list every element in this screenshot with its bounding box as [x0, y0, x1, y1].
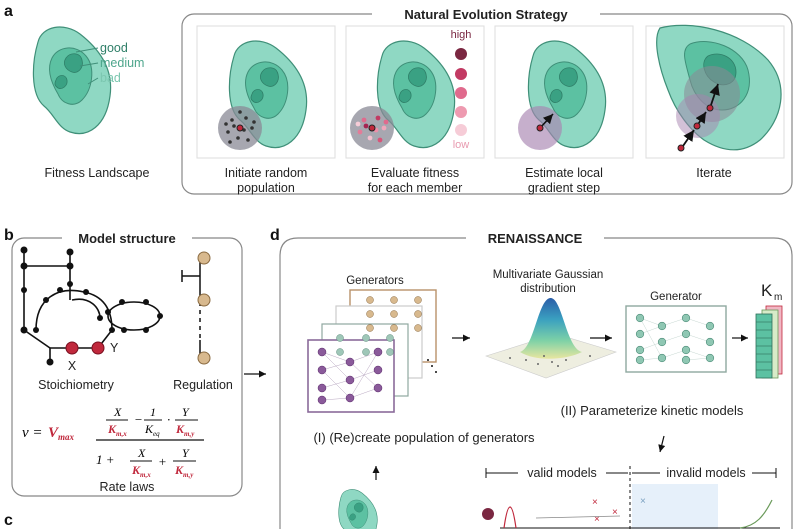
metabolite-y-node: [91, 341, 105, 355]
regulation-diagram: [181, 251, 211, 365]
invalid-region-shading: [632, 484, 718, 529]
caption-initiate-2: population: [237, 181, 295, 195]
gaussian-label-1: Multivariate Gaussian: [493, 269, 604, 281]
stoichiometry-network: [23, 250, 161, 362]
model-structure-title: Model structure: [78, 231, 176, 246]
generators-label: Generators: [346, 275, 404, 287]
svg-text:K: K: [174, 463, 184, 477]
svg-text:eq: eq: [153, 430, 160, 438]
svg-text:K: K: [131, 463, 141, 477]
caption-fitness-landscape: Fitness Landscape: [45, 166, 150, 180]
step-frame-4: [645, 25, 785, 159]
panel-b-letter: b: [4, 227, 14, 244]
km-label: K: [761, 281, 773, 300]
gaussian-surface: [485, 297, 617, 379]
nes-title: Natural Evolution Strategy: [404, 7, 568, 22]
arrow-down-to-validation: [658, 435, 666, 453]
panel-c-letter: c: [4, 512, 13, 529]
generator-stack: [307, 289, 437, 413]
svg-text:×: ×: [640, 496, 646, 507]
svg-text:m,y: m,y: [184, 430, 195, 438]
step1-recreate-label: (I) (Re)create population of generators: [313, 430, 535, 445]
panel-d-letter: d: [270, 227, 280, 244]
km-subscript: m: [774, 292, 782, 303]
svg-text:X: X: [113, 405, 122, 419]
step2-parameterize-label: (II) Parameterize kinetic models: [561, 403, 744, 418]
step2-center-point: [368, 124, 376, 132]
svg-text:m,x: m,x: [116, 430, 127, 438]
caption-iterate: Iterate: [696, 166, 731, 180]
svg-text:×: ×: [612, 507, 618, 518]
step-frame-3: [494, 25, 634, 159]
svg-text:X: X: [137, 446, 146, 460]
step-frame-2: [345, 25, 485, 159]
legend-bad: bad: [100, 71, 121, 85]
svg-text:m,y: m,y: [183, 471, 194, 479]
model-structure-border: [11, 237, 243, 497]
svg-text:max: max: [58, 432, 75, 442]
svg-text:Y: Y: [182, 405, 190, 419]
validation-markers: × × × ×: [482, 496, 780, 529]
network-nodes: [20, 246, 163, 366]
regulation-label: Regulation: [173, 378, 233, 392]
svg-text:v =: v =: [22, 425, 43, 441]
step1-center-point: [236, 124, 244, 132]
svg-text:K: K: [144, 422, 154, 436]
km-vector-stack: [755, 305, 783, 379]
fitness-high-label: high: [451, 29, 472, 41]
fitness-low-label: low: [453, 139, 470, 151]
svg-text:Y: Y: [182, 446, 190, 460]
panel-a-letter: a: [4, 3, 13, 20]
svg-text:·: ·: [167, 412, 170, 427]
svg-text:1 +: 1 +: [96, 452, 115, 467]
generator-network: [635, 313, 715, 365]
svg-text:−: −: [134, 412, 143, 427]
caption-estimate-2: gradient step: [528, 181, 600, 195]
valid-models-label: valid models: [527, 466, 596, 480]
svg-text:×: ×: [592, 497, 598, 508]
node-label-x: X: [68, 359, 77, 373]
svg-text:V: V: [48, 425, 60, 441]
invalid-models-label: invalid models: [666, 466, 745, 480]
nes-title-bg: [372, 4, 600, 24]
caption-initiate-1: Initiate random: [225, 166, 308, 180]
step2-fitness-points: [355, 115, 389, 143]
step-frame-1: [196, 25, 336, 159]
generator-label: Generator: [650, 291, 702, 303]
stoichiometry-label: Stoichiometry: [38, 378, 114, 392]
caption-evaluate-1: Evaluate fitness: [371, 166, 459, 180]
svg-text:×: ×: [594, 514, 600, 525]
svg-text:m,x: m,x: [140, 471, 151, 479]
step3-center-point: [536, 124, 544, 132]
node-label-y: Y: [110, 341, 119, 355]
svg-text:K: K: [107, 422, 117, 436]
renaissance-title: RENAISSANCE: [488, 231, 583, 246]
svg-text:K: K: [175, 422, 185, 436]
fitness-scale: high low: [451, 29, 472, 151]
svg-text:1: 1: [150, 405, 156, 419]
landscape-legend: good medium bad: [75, 41, 144, 85]
legend-good: good: [100, 41, 128, 55]
caption-estimate-1: Estimate local: [525, 166, 603, 180]
mini-landscape: [338, 489, 378, 529]
metabolite-x-node: [65, 341, 79, 355]
rate-laws-label: Rate laws: [100, 480, 155, 494]
svg-text:+: +: [158, 454, 167, 469]
caption-evaluate-2: for each member: [368, 181, 462, 195]
gaussian-label-2: distribution: [520, 283, 576, 295]
legend-medium: medium: [100, 56, 144, 70]
rate-law-equation: v = V max X K m,x − 1 K eq · Y K m,y 1 +…: [22, 405, 204, 479]
